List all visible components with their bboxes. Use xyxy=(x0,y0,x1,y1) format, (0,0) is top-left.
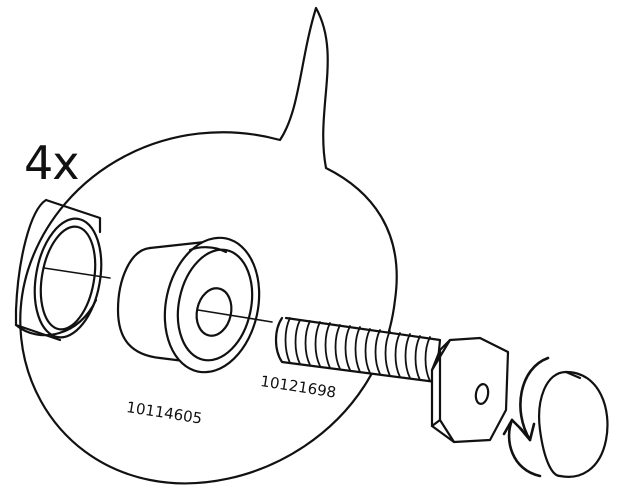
end-cap-part xyxy=(539,372,607,477)
rotate-tighten-icon xyxy=(504,358,548,476)
quantity-label: 4x xyxy=(24,140,79,186)
